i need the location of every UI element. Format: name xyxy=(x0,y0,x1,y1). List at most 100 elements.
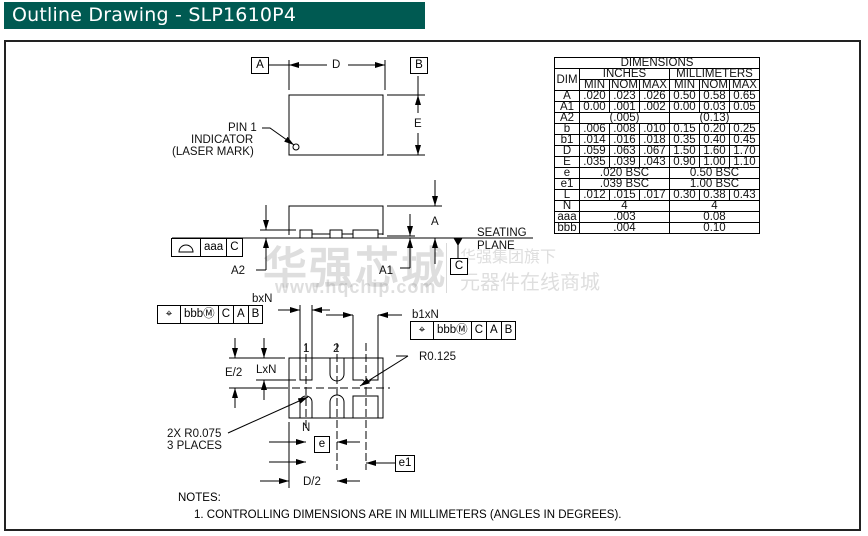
table-cell: 1.50 xyxy=(669,145,700,157)
table-cell: e xyxy=(554,167,580,179)
table-cell: 4 xyxy=(669,200,760,212)
table-cell: 0.50 xyxy=(669,90,700,102)
title-bar: Outline Drawing - SLP1610P4 xyxy=(4,2,425,29)
table-cell: 1.60 xyxy=(699,145,730,157)
inches-header: INCHES xyxy=(579,68,670,80)
dim-d-label: D xyxy=(332,59,341,71)
table-cell: 0.90 xyxy=(669,156,700,168)
pin1-label-2: INDICATOR xyxy=(191,134,254,146)
table-cell: .008 xyxy=(609,123,640,135)
dim-e-label: E xyxy=(414,118,422,130)
table-cell: .059 xyxy=(579,145,610,157)
position-icon: ⌖ xyxy=(411,322,434,339)
profile-of-surface-icon xyxy=(172,239,201,256)
table-cell: aaa xyxy=(554,211,580,223)
dim-a2-label: A2 xyxy=(231,265,246,277)
table-cell: .014 xyxy=(579,134,610,146)
table-cell: 1.70 xyxy=(729,145,760,157)
pin1-label-3: (LASER MARK) xyxy=(172,146,254,158)
table-cell: 0.25 xyxy=(729,123,760,135)
table-cell: .018 xyxy=(639,134,670,146)
table-cell: A2 xyxy=(554,112,580,124)
table-cell: 0.05 xyxy=(729,101,760,113)
r0075-label-2: 3 PLACES xyxy=(167,440,222,452)
seating-plane-label-2: PLANE xyxy=(477,240,515,252)
table-cell: 1.00 BSC xyxy=(669,178,760,190)
table-title: DIMENSIONS xyxy=(554,57,760,69)
table-cell: (.005) xyxy=(579,112,670,124)
e-half-label: E/2 xyxy=(225,367,243,379)
sub-header: MIN xyxy=(579,79,610,91)
table-cell: 0.00 xyxy=(579,101,610,113)
table-cell: .006 xyxy=(579,123,610,135)
table-cell: 4 xyxy=(579,200,670,212)
table-cell: e1 xyxy=(554,178,580,190)
fcf-datum-2: A xyxy=(487,322,502,339)
note-item: 1. CONTROLLING DIMENSIONS ARE IN MILLIME… xyxy=(194,509,622,521)
table-cell: .023 xyxy=(609,90,640,102)
table-row: A2(.005)(0.13) xyxy=(554,112,760,124)
table-cell: .063 xyxy=(609,145,640,157)
table-cell: .015 xyxy=(609,189,640,201)
watermark-divider xyxy=(446,243,447,293)
page-title: Outline Drawing - SLP1610P4 xyxy=(12,4,297,26)
table-cell: A1 xyxy=(554,101,580,113)
table-cell: 0.45 xyxy=(729,134,760,146)
fcf-position-left: ⌖ bbbⓂ C A B xyxy=(157,305,264,324)
table-cell: E xyxy=(554,156,580,168)
table-cell: 0.40 xyxy=(699,134,730,146)
table-cell: .039 BSC xyxy=(579,178,670,190)
seating-plane-label-1: SEATING xyxy=(477,227,527,239)
drawing-frame xyxy=(4,40,861,531)
table-cell: b1 xyxy=(554,134,580,146)
dim-e1-box: e1 xyxy=(395,455,415,472)
table-cell: bbb xyxy=(554,222,580,234)
table-cell: 1.10 xyxy=(729,156,760,168)
bxn-label: bxN xyxy=(252,293,273,305)
table-cell: .002 xyxy=(639,101,670,113)
table-cell: 0.65 xyxy=(729,90,760,102)
fcf-position-right: ⌖ bbbⓂ C A B xyxy=(410,321,517,340)
dim-header: DIM xyxy=(554,68,580,91)
table-cell: 0.03 xyxy=(699,101,730,113)
fcf-datum-3: B xyxy=(251,308,260,320)
table-cell: 0.50 BSC xyxy=(669,167,760,179)
table-cell: .017 xyxy=(639,189,670,201)
table-cell: 0.10 xyxy=(669,222,760,234)
table-cell: .035 xyxy=(579,156,610,168)
mm-header: MILLIMETERS xyxy=(669,68,760,80)
dimensions-table: DIMENSIONS DIM INCHES MILLIMETERS MIN NO… xyxy=(554,57,760,234)
table-cell: 0.58 xyxy=(699,90,730,102)
datum-b-box: B xyxy=(410,57,428,74)
sub-header: NOM xyxy=(699,79,730,91)
table-cell: .039 xyxy=(609,156,640,168)
table-cell: 0.30 xyxy=(669,189,700,201)
watermark-sub2: 元器件在线商城 xyxy=(460,270,600,294)
position-icon: ⌖ xyxy=(158,306,181,323)
table-cell: 0.15 xyxy=(669,123,700,135)
table-cell: .043 xyxy=(639,156,670,168)
table-cell: .026 xyxy=(639,90,670,102)
fcf-datum-1: C xyxy=(219,306,234,323)
table-cell: .004 xyxy=(579,222,670,234)
table-cell: D xyxy=(554,145,580,157)
table-cell: .020 BSC xyxy=(579,167,670,179)
table-cell: .016 xyxy=(609,134,640,146)
lxn-label: LxN xyxy=(256,364,277,376)
table-cell: 0.20 xyxy=(699,123,730,135)
table-cell: L xyxy=(554,189,580,201)
pin-1-label: 1 xyxy=(303,343,310,355)
fcf-datum-3: B xyxy=(504,324,513,336)
r0075-label-1: 2X R0.075 xyxy=(167,428,222,440)
table-cell: 1.00 xyxy=(699,156,730,168)
fcf-flatness: aaa C xyxy=(171,238,243,257)
